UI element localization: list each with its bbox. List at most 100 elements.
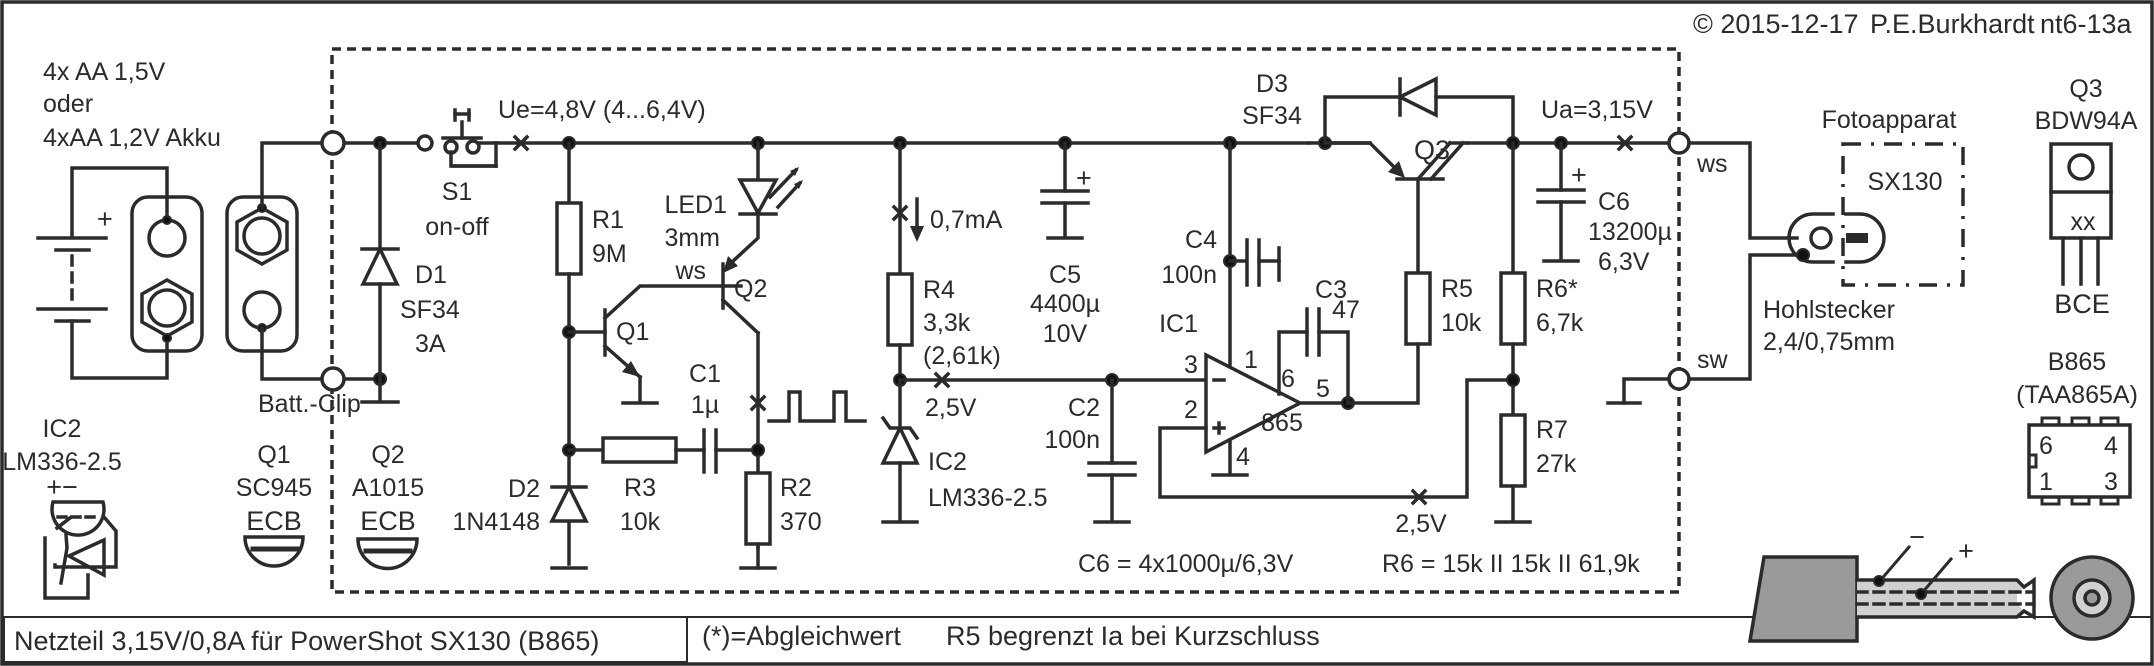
- pinout-b865-pin4: 4: [2104, 432, 2118, 460]
- diode-d2: D2 1N4148: [452, 443, 589, 570]
- pinout-b865-pin1: 1: [2039, 468, 2053, 496]
- ic1-pin2: 2: [1184, 396, 1198, 424]
- battery-label-3: 4xAA 1,2V Akku: [43, 124, 221, 152]
- test-point-vref: [933, 371, 951, 389]
- pinout-q1-type: SC945: [236, 474, 312, 502]
- battery-label-1: 4x AA 1,5V: [43, 58, 166, 86]
- battery-plus: +: [97, 204, 113, 234]
- camera-label: Fotoapparat: [1822, 106, 1957, 134]
- node-ue-label: Ue=4,8V (4...6,4V): [498, 96, 706, 124]
- output-terminal-minus: [1667, 367, 1691, 391]
- input-terminal-minus: [320, 366, 346, 392]
- ic1-name: IC1: [1159, 310, 1198, 338]
- r5-name: R5: [1441, 275, 1473, 303]
- battery-clip-label: Batt.-Clip: [258, 390, 361, 418]
- ws-label: ws: [1696, 150, 1728, 178]
- resistor-r7: R7 27k: [1494, 413, 1577, 524]
- c5-name: C5: [1049, 261, 1081, 289]
- plug-name: Hohlstecker: [1763, 296, 1895, 324]
- transistor-q3: Q3: [1323, 135, 1469, 275]
- ic2-value: LM336-2.5: [928, 484, 1048, 512]
- ic1-pin3: 3: [1184, 351, 1198, 379]
- test-point-ua: [1616, 134, 1634, 152]
- battery-label-2: oder: [43, 90, 93, 118]
- resistor-r3: R3 10k: [567, 436, 706, 536]
- r6-name: R6*: [1536, 275, 1578, 303]
- pinout-ic2-name: IC2: [43, 415, 82, 443]
- resistor-r4: 0,7mA R4 3,3k (2,61k): [886, 136, 1003, 382]
- battery-clip-1: [130, 195, 204, 353]
- note-r5: R5 begrenzt Ia bei Kurzschluss: [946, 621, 1320, 651]
- input-terminal-plus: [320, 130, 346, 156]
- pinout-q3-name: Q3: [2069, 75, 2102, 103]
- d3-name: D3: [1256, 70, 1288, 98]
- r5-value: 10k: [1441, 309, 1482, 337]
- battery-clip-2: [225, 141, 322, 381]
- r1-value: 9M: [592, 240, 627, 268]
- output-terminal-plus: [1667, 131, 1691, 155]
- ic1-pin5: 5: [1316, 375, 1330, 403]
- r6-value: 6,7k: [1536, 309, 1584, 337]
- c2-value: 100n: [1044, 426, 1100, 454]
- d2-name: D2: [508, 475, 540, 503]
- pinout-q2-name: Q2: [371, 441, 404, 469]
- d1-name: D1: [415, 261, 447, 289]
- capacitor-c2: C2 100n: [1044, 373, 1137, 524]
- opamp-ic1: 2,5V IC1 865 1 2 3 4 5 6 C3 47: [1158, 276, 1515, 538]
- pinout-b865-pin6: 6: [2039, 432, 2053, 460]
- c6-name: C6: [1598, 188, 1630, 216]
- copyright-docid: nt6-13a: [2040, 9, 2133, 39]
- pinout-q3-type: BDW94A: [2035, 107, 2138, 135]
- note-trim: (*)=Abgleichwert: [702, 621, 901, 651]
- r4-name: R4: [923, 276, 955, 304]
- plug-drawing: − +: [1747, 522, 2135, 643]
- c4-name: C4: [1185, 226, 1217, 254]
- pulse-waveform-icon: [767, 390, 867, 423]
- d3-value: SF34: [1242, 102, 1302, 130]
- note-c6: C6 = 4x1000µ/6,3V: [1078, 550, 1294, 578]
- pinout-b865: B865 (TAA865A) 6 4 1 3: [2016, 348, 2138, 506]
- resistor-r1: R1 9M: [555, 136, 627, 566]
- switch-s1[interactable]: S1 on-off: [416, 108, 498, 241]
- output-section: Ua=3,15V ws sw: [1541, 96, 1805, 405]
- pinout-b865-name: B865: [2048, 348, 2106, 376]
- camera-outline: [1841, 142, 1965, 287]
- diode-d3: D3 SF34: [1242, 70, 1515, 150]
- pinout-q2-type: A1015: [352, 474, 424, 502]
- r4-extra: (2,61k): [923, 342, 1001, 370]
- r4-value: 3,3k: [923, 309, 971, 337]
- c5-plus: +: [1076, 163, 1092, 193]
- r1-name: R1: [592, 206, 624, 234]
- ref-net: 2,5V: [898, 371, 1208, 422]
- current-arrow-icon: [910, 226, 924, 242]
- vref-label: 2,5V: [925, 394, 977, 422]
- d1-value: SF34: [400, 296, 460, 324]
- vfb-label: 2,5V: [1395, 510, 1447, 538]
- d1-extra: 3A: [415, 330, 446, 358]
- plug-plus: +: [1958, 536, 1974, 566]
- led1-color: ws: [674, 257, 706, 285]
- pinout-q3-mark: xx: [2071, 208, 2097, 236]
- led1-value: 3mm: [664, 224, 720, 252]
- c3-name: C3: [1315, 276, 1347, 304]
- d2-value: 1N4148: [452, 508, 540, 536]
- r7-value: 27k: [1536, 450, 1577, 478]
- camera-plug: Fotoapparat SX130 Hohlstecker 2,4/0,75mm: [1763, 106, 1965, 356]
- pinout-q1-pins: ECB: [246, 506, 302, 536]
- r3-value: 10k: [620, 508, 661, 536]
- copyright-author: P.E.Burkhardt: [1870, 9, 2035, 39]
- c6-value: 13200µ: [1588, 218, 1672, 246]
- plug-size: 2,4/0,75mm: [1763, 328, 1895, 356]
- pinout-b865-type: (TAA865A): [2016, 381, 2138, 409]
- r7-name: R7: [1536, 416, 1568, 444]
- copyright: © 2015-12-17 P.E.Burkhardt nt6-13a: [1693, 9, 2133, 39]
- capacitor-c5: + C5 4400µ 10V: [1030, 136, 1100, 348]
- pinout-q1-name: Q1: [257, 441, 290, 469]
- s1-name: S1: [442, 178, 473, 206]
- c5-voltage: 10V: [1043, 320, 1088, 348]
- led-led1: LED1 3mm ws: [664, 136, 803, 285]
- battery-symbol: +: [36, 166, 169, 380]
